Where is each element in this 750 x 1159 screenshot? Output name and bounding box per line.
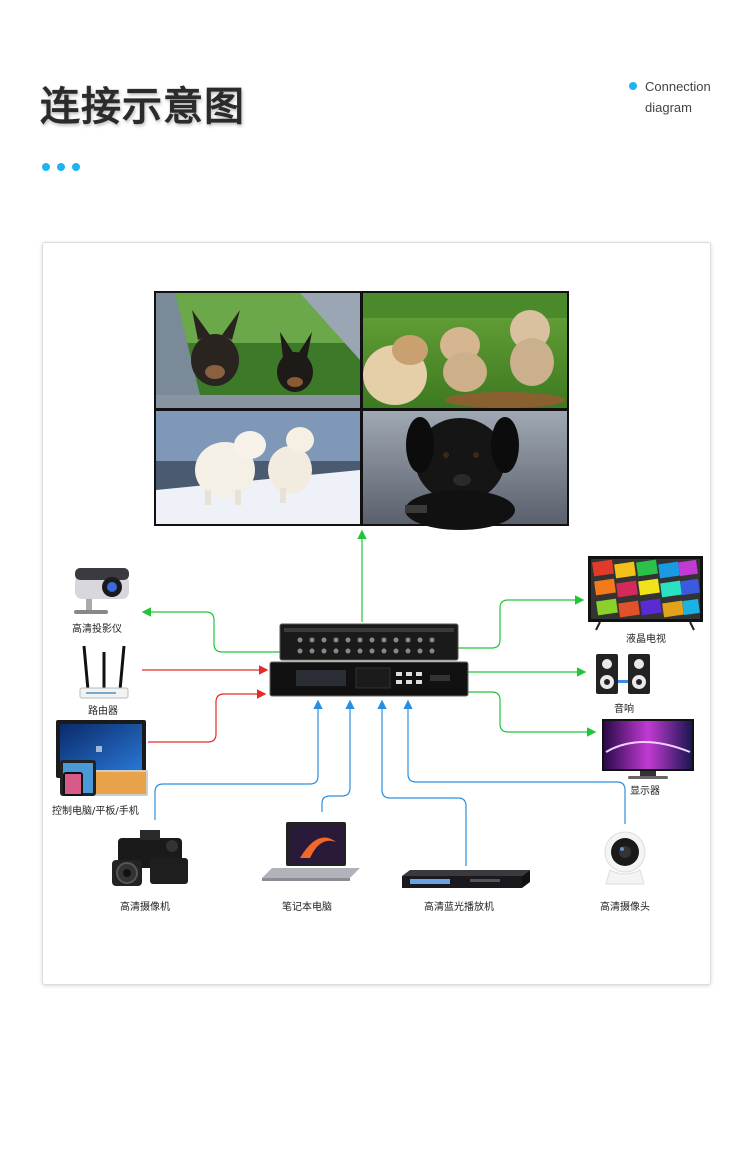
- label-hd-camera: 高清摄像机: [120, 902, 170, 913]
- line-to-projector: [141, 607, 282, 653]
- line-to-lcd-tv: [458, 595, 585, 649]
- subtitle-dot: [629, 82, 637, 90]
- line-from-ip-camera: [403, 699, 626, 824]
- label-router: 路由器: [88, 706, 118, 717]
- line-to-monitor: [468, 691, 597, 737]
- speaker-icon: [596, 654, 650, 694]
- video-wall-screen-1: [156, 293, 360, 408]
- matrix-switcher: [269, 623, 469, 697]
- line-from-control-pc: [148, 689, 267, 743]
- line-from-hd-camera: [154, 699, 323, 820]
- line-from-laptop: [321, 699, 355, 812]
- label-control-pc: 控制电脑/平板/手机: [52, 806, 139, 817]
- label-speaker: 音响: [614, 704, 634, 715]
- label-lcd-tv: 液晶电视: [626, 634, 666, 645]
- lcd-tv-icon: [588, 556, 703, 631]
- line-from-bluray: [377, 699, 467, 866]
- decorative-dots: [42, 156, 87, 175]
- video-wall-screen-3: [156, 411, 360, 524]
- label-laptop: 笔记本电脑: [282, 902, 332, 913]
- laptop-icon: [262, 822, 360, 881]
- page-subtitle: Connection diagram: [645, 76, 735, 118]
- label-ip-camera: 高清摄像头: [600, 902, 650, 913]
- video-wall-screen-4: [363, 411, 567, 530]
- label-bluray: 高清蓝光播放机: [424, 902, 494, 913]
- router-icon: [79, 645, 129, 699]
- page-title: 连接示意图: [40, 84, 245, 130]
- bluray-player-icon: [402, 870, 530, 888]
- subtitle-line-1: Connection: [645, 79, 711, 94]
- subtitle-line-2: diagram: [645, 100, 692, 115]
- ip-camera-icon: [604, 831, 646, 885]
- video-wall-screen-2: [363, 293, 567, 408]
- monitor-icon: [602, 719, 694, 779]
- label-monitor: 显示器: [630, 786, 660, 797]
- control-pc-icon: [56, 720, 148, 796]
- hd-camera-icon: [112, 830, 188, 886]
- video-wall: [154, 291, 569, 530]
- projector-icon: [74, 568, 129, 614]
- label-projector: 高清投影仪: [72, 624, 122, 635]
- connection-lines: [141, 529, 626, 866]
